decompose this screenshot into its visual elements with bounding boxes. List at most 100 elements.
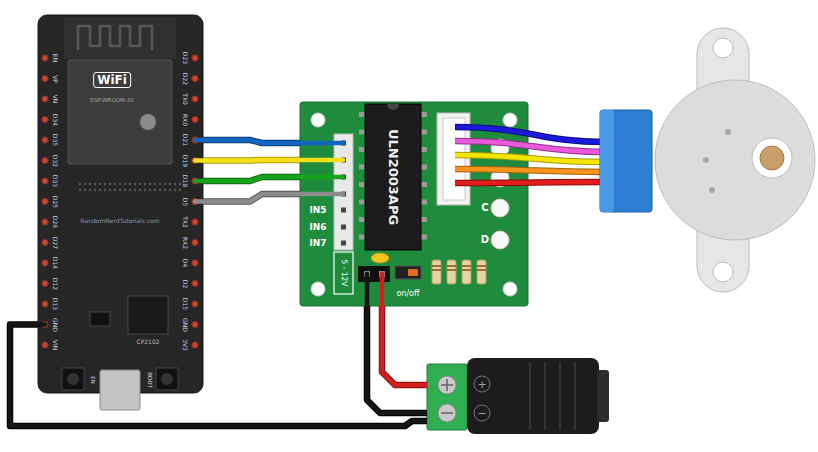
wire-outline <box>10 325 427 427</box>
wire-stub <box>37 322 45 327</box>
pin-hole <box>42 198 48 204</box>
pin-label: VIN <box>52 340 58 350</box>
motor-connector-inner <box>443 118 465 200</box>
chip-leg <box>359 147 365 152</box>
resistor-symbol <box>447 260 456 284</box>
pin-hole <box>42 342 48 348</box>
pin-hole <box>192 96 198 102</box>
pad-dot <box>129 183 131 185</box>
boot-button-cap <box>161 373 173 385</box>
driver-board: IN5IN6IN75 - 12Von/offULN2003APG <box>300 102 528 306</box>
pad-dot <box>84 189 86 191</box>
terminal-screw <box>438 376 456 394</box>
wire-outline <box>382 306 427 385</box>
motor-wire <box>455 141 604 152</box>
pad-dot <box>124 189 126 191</box>
uln-chip-body <box>365 104 421 250</box>
pad-dot <box>169 183 171 185</box>
driver-pcb <box>300 102 528 306</box>
pad-dot <box>169 189 171 191</box>
pin-hole <box>42 301 48 307</box>
wire-outline <box>455 155 604 162</box>
pin-hole <box>192 342 198 348</box>
wire-stub <box>300 192 343 197</box>
pin-label: D25 <box>52 195 58 207</box>
pin-hole <box>192 219 198 225</box>
wire-stub <box>300 141 343 146</box>
wire-stub <box>300 175 343 180</box>
motor-cable-face <box>600 110 614 212</box>
jack-tip <box>597 370 609 422</box>
pin-label: D13 <box>52 298 58 310</box>
mount-hole <box>311 282 325 296</box>
pad-dot <box>179 189 181 191</box>
pin-label: IN5 <box>309 206 326 215</box>
pad-dot <box>159 183 161 185</box>
pin-label: TX2 <box>182 216 188 228</box>
resistor-symbol <box>477 260 486 284</box>
jumper-wire <box>203 140 300 143</box>
pad-dot <box>164 189 166 191</box>
jack-body <box>467 358 599 434</box>
dc-jack: +− <box>427 356 609 434</box>
chip-label: ULN2003APG <box>387 129 400 225</box>
pin-hole <box>192 280 198 286</box>
pin-hole <box>192 75 198 81</box>
pin-label: D33 <box>52 175 58 187</box>
resistor-row <box>432 260 486 284</box>
jumper-wire <box>10 325 427 427</box>
pin-hole <box>42 55 48 61</box>
header-pin <box>341 241 346 246</box>
wire-outline <box>203 140 300 143</box>
pad-dot <box>89 183 91 185</box>
pin-label: D14 <box>52 257 58 269</box>
wire-outline <box>367 306 427 413</box>
pin-hole <box>192 260 198 266</box>
mount-hole <box>713 262 733 282</box>
pin-hole <box>192 55 198 61</box>
pin-label: D22 <box>182 72 188 84</box>
wire-stub <box>195 158 203 163</box>
wire-stub <box>195 138 203 143</box>
pin-hole <box>42 75 48 81</box>
switch-body <box>395 266 421 279</box>
pad-dot <box>139 189 141 191</box>
pin-label: 3V3 <box>182 339 188 351</box>
esp32-board: RandomNerdTutorials.comWiFiESP-WROOM-32C… <box>38 15 203 393</box>
pin-label: D12 <box>52 277 58 289</box>
screw-slot <box>441 379 453 391</box>
terminal-block <box>427 364 467 430</box>
button-label: BOOT <box>146 372 152 388</box>
wire-stub <box>365 274 370 306</box>
pad-dot <box>174 189 176 191</box>
pin-label: D15 <box>182 298 188 310</box>
pin-label: D27 <box>52 236 58 248</box>
wire-stub <box>195 179 203 184</box>
pin-label: GND <box>182 318 188 332</box>
chip-leg <box>359 130 365 135</box>
led-label: D <box>481 235 489 245</box>
motor-rivet <box>709 187 715 193</box>
header-pins <box>42 55 198 348</box>
motor-cable-cap <box>600 110 652 212</box>
switch-label: on/off <box>396 290 419 298</box>
motor-wire <box>455 182 604 183</box>
pin-label: VP <box>52 75 58 83</box>
pin-label: D35 <box>52 134 58 146</box>
chip-label: CP2102 <box>136 339 159 345</box>
motor-wire <box>455 155 604 162</box>
pin-label: VN <box>52 95 58 104</box>
polarity-ring <box>474 405 490 421</box>
pin-hole <box>42 96 48 102</box>
module-name: ESP-WROOM-32 <box>90 98 134 104</box>
polarity-sign: − <box>477 408 486 419</box>
pin-hole <box>42 260 48 266</box>
pin-hole <box>192 301 198 307</box>
module-shield <box>68 60 172 164</box>
chip-leg <box>421 235 427 240</box>
pin-label: D34 <box>52 113 58 125</box>
capacitor <box>371 253 389 263</box>
header-pin <box>341 225 346 230</box>
